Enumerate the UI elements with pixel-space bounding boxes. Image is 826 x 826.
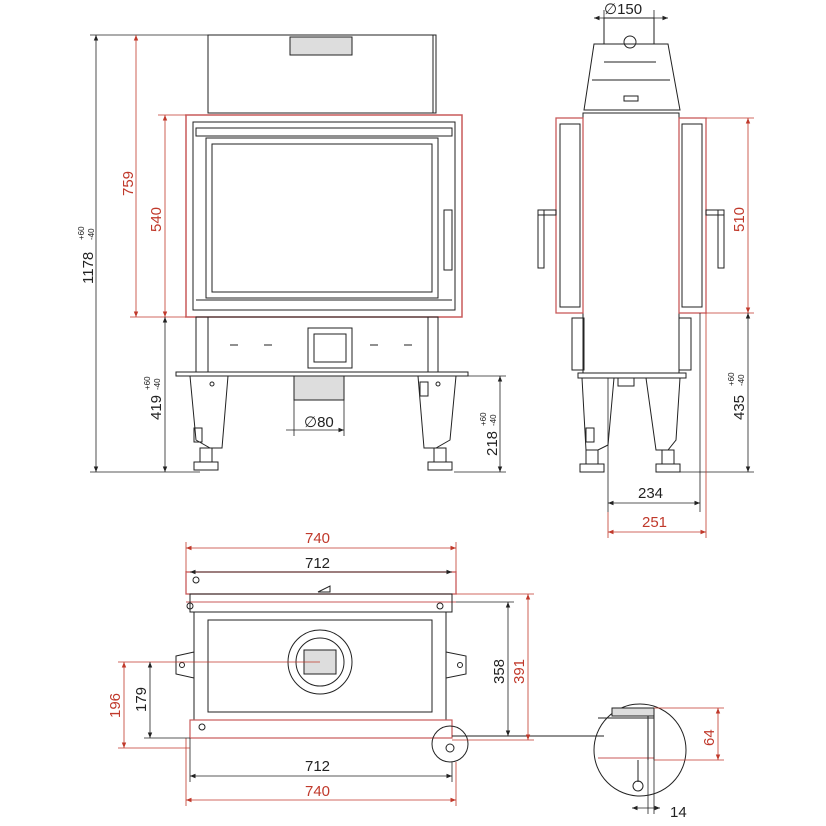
dim-detail-frame-offset: 14	[670, 804, 687, 821]
side-flue	[603, 17, 655, 45]
dim-detail-frame-height: 64	[701, 729, 718, 746]
detail-dimension-labels: 64 14	[670, 729, 718, 821]
flue-collar	[289, 36, 353, 56]
top-hood	[207, 34, 437, 114]
dim-inner-width-bottom: 712	[305, 758, 330, 775]
dim-top-inner-depth: 358	[491, 659, 508, 684]
base-plate	[175, 371, 469, 377]
dim-air-inlet-height: 218	[484, 431, 501, 456]
side-hood	[583, 43, 681, 111]
side-dimensions	[594, 10, 754, 538]
front-left-leg	[189, 375, 229, 449]
side-body	[582, 112, 680, 374]
detail-marker-circle	[431, 725, 469, 763]
dim-outer-width-top: 740	[305, 530, 330, 547]
front-dimension-labels: 1178 +60 -40 759 540 419 +60 -40 218 +60…	[77, 171, 501, 456]
dim-air-inlet-tol-minus: -40	[489, 414, 498, 426]
dim-glass-height: 540	[148, 207, 165, 232]
dim-air-inlet-diameter: ∅80	[304, 414, 334, 431]
dim-outer-width-bottom: 740	[305, 783, 330, 800]
dim-base-height-tol-plus: +60	[727, 372, 736, 386]
side-view	[537, 17, 725, 473]
side-left-leg	[581, 377, 615, 451]
air-inlet-box	[307, 327, 353, 369]
door-handle	[443, 209, 453, 271]
dim-leg-height-tol-minus: -40	[153, 378, 162, 390]
inlet-pipe	[293, 375, 345, 401]
detail-circle	[593, 703, 687, 797]
front-right-leg	[417, 375, 457, 449]
top-view	[175, 571, 604, 763]
side-right-leg	[645, 377, 681, 451]
dim-overall-height-tol-minus: -40	[87, 228, 96, 240]
detail-dimensions	[632, 707, 724, 814]
dim-leg-height-tol-plus: +60	[143, 376, 152, 390]
dim-inner-width-top: 712	[305, 555, 330, 572]
dim-overall-height-tol-plus: +60	[77, 226, 86, 240]
dim-flue-diameter: ∅150	[604, 1, 642, 18]
dim-door-height: 510	[731, 207, 748, 232]
dim-frame-height: 759	[120, 171, 137, 196]
detail-view	[593, 703, 687, 797]
dim-top-outer-depth: 391	[511, 659, 528, 684]
glass-panel	[205, 137, 439, 299]
side-dimension-labels: ∅150 510 435 +60 -40 234 251	[604, 1, 748, 531]
dim-outer-depth: 251	[642, 514, 667, 531]
front-frame	[185, 114, 463, 318]
dim-leg-height: 419	[148, 395, 165, 420]
top-dimension-labels: 740 712 712 740 358 391 196 179	[107, 530, 528, 800]
dim-base-height: 435	[731, 395, 748, 420]
dim-base-height-tol-minus: -40	[737, 374, 746, 386]
front-dimensions	[90, 34, 506, 473]
dim-flue-offset-inner: 179	[133, 687, 150, 712]
dim-overall-height: 1178	[80, 252, 97, 284]
dim-air-inlet-tol-plus: +60	[479, 412, 488, 426]
dim-flue-offset-outer: 196	[107, 693, 124, 718]
top-dimensions	[118, 542, 534, 806]
dim-inner-depth: 234	[638, 485, 663, 502]
front-view	[175, 34, 469, 471]
